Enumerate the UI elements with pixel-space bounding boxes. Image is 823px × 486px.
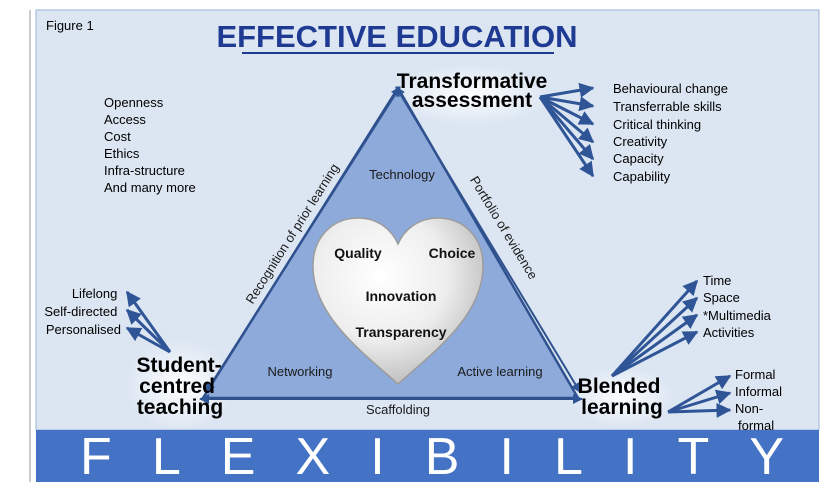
consideration-item: Ethics: [104, 146, 140, 161]
fan-arrow: [125, 326, 171, 354]
teaching-traits-list: Lifelong Self-directed Personalised: [44, 286, 121, 337]
dimension-item: *Multimedia: [703, 308, 772, 323]
fan-arrow: [539, 95, 595, 126]
fan-arrow: [538, 96, 595, 161]
outcome-item: Critical thinking: [613, 117, 701, 132]
consideration-item: And many more: [104, 180, 196, 195]
outcome-item: Capacity: [613, 151, 664, 166]
corner-label-right: Blended learning: [578, 375, 667, 419]
diagram-title: EFFECTIVE EDUCATION: [216, 19, 577, 54]
blended-dimensions-list: Time Space *Multimedia Activities: [703, 273, 775, 340]
edge-label-scaffolding: Scaffolding: [366, 402, 430, 417]
glow-right: [570, 367, 674, 427]
outcome-item: Capability: [613, 169, 671, 184]
fan-arrow: [539, 95, 595, 112]
dimension-item: Activities: [703, 325, 755, 340]
fan-arrow: [610, 296, 699, 378]
fan-arrow: [538, 96, 595, 178]
corner-right-line-2: learning: [581, 396, 663, 419]
blended-arrows: [610, 279, 699, 378]
figure-label: Figure 1: [46, 18, 94, 33]
corner-right-line-1: Blended: [578, 375, 661, 398]
learning-type-arrows: [667, 374, 732, 418]
heart-shape: [312, 217, 484, 386]
corner-top-line-1: Transformative: [397, 70, 548, 93]
fan-arrow: [125, 308, 172, 354]
trait-item: Personalised: [46, 322, 121, 337]
corner-label-top: Transformative assessment: [397, 70, 553, 112]
dimension-item: Time: [703, 273, 731, 288]
assessment-arrows: [538, 82, 595, 178]
consideration-item: Openness: [104, 95, 164, 110]
learning-type-item: formal: [738, 418, 774, 433]
edge-arrow-right: [395, 86, 581, 393]
heart-label-innovation: Innovation: [366, 288, 437, 304]
fan-arrow: [611, 313, 699, 378]
flexibility-banner: [36, 430, 819, 482]
learning-types-list: Formal Informal Non- formal: [735, 367, 786, 433]
dimension-item: Space: [703, 290, 740, 305]
fan-arrow: [539, 95, 595, 144]
corner-left-line-3: teaching: [137, 396, 223, 419]
assessment-outcomes-list: Behavioural change Transferrable skills …: [613, 81, 732, 184]
corner-left-line-1: Student-: [137, 354, 222, 377]
fan-arrow: [667, 402, 732, 418]
corner-label-left: Student- centred teaching: [137, 354, 228, 419]
heart-label-transparency: Transparency: [355, 324, 446, 340]
corner-top-line-2: assessment: [412, 89, 532, 112]
corner-left-line-2: centred: [139, 375, 215, 398]
fan-arrow: [667, 389, 732, 414]
fan-arrow: [539, 82, 595, 99]
learning-type-item: Formal: [735, 367, 776, 382]
inner-label-active-learning: Active learning: [457, 364, 542, 379]
heart-label-quality: Quality: [334, 245, 382, 261]
inner-label-technology: Technology: [369, 167, 435, 182]
fan-arrow: [611, 330, 699, 378]
learning-type-item: Informal: [735, 384, 782, 399]
edge-arrow-left: [205, 86, 401, 393]
consideration-item: Access: [104, 112, 146, 127]
heart-label-choice: Choice: [429, 245, 476, 261]
learning-type-item: Non-: [735, 401, 763, 416]
outcome-item: Transferrable skills: [613, 99, 722, 114]
fan-arrow: [667, 374, 732, 414]
consideration-item: Cost: [104, 129, 131, 144]
inner-label-networking: Networking: [267, 364, 332, 379]
teaching-arrows: [125, 290, 172, 354]
fan-arrow: [610, 279, 699, 378]
outcome-item: Behavioural change: [613, 81, 728, 96]
considerations-list: Openness Access Cost Ethics Infra-struct…: [104, 95, 196, 195]
fan-arrow: [125, 290, 172, 353]
outcome-item: Creativity: [613, 134, 668, 149]
consideration-item: Infra-structure: [104, 163, 185, 178]
trait-item: Self-directed: [44, 304, 117, 319]
trait-item: Lifelong: [72, 286, 118, 301]
